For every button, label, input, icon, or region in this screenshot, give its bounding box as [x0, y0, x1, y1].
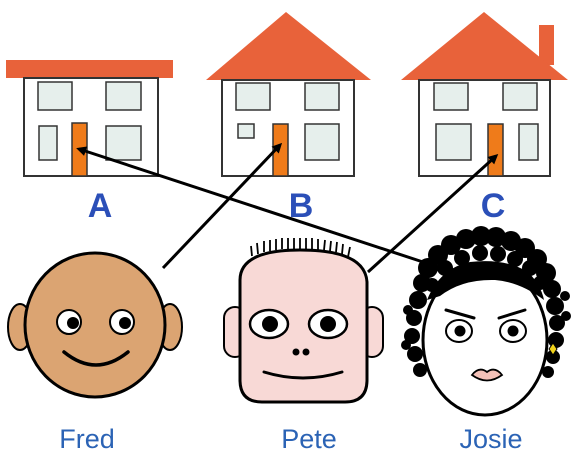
house-b-window — [304, 123, 340, 161]
house-a-label: A — [88, 187, 113, 225]
josie-pupil-left — [454, 325, 466, 337]
house-b: B — [206, 12, 371, 225]
fred-head — [23, 251, 167, 399]
pete-nostril-left — [292, 348, 300, 356]
house-c-door — [487, 123, 504, 177]
house-c-window — [518, 123, 539, 161]
pete-pupil-left — [262, 316, 278, 332]
josie-pupil-right — [507, 325, 519, 337]
house-a-window — [105, 125, 142, 161]
house-c-window — [502, 82, 538, 111]
house-b-window — [237, 123, 255, 139]
house-c-label: C — [481, 187, 506, 225]
arrow-fred-to-b — [161, 142, 283, 270]
josie-lips — [470, 368, 504, 382]
josie-earring — [548, 342, 558, 356]
josie-brow-left — [444, 308, 476, 320]
pete-head — [238, 248, 369, 404]
pete-pupil-right — [320, 316, 336, 332]
pete-spiky-hair — [250, 238, 351, 258]
house-b-window — [235, 82, 271, 111]
name-pete: Pete — [281, 424, 337, 454]
fred-pupil-right — [119, 317, 131, 329]
josie-bangs — [427, 261, 544, 300]
house-c-chimney — [539, 25, 554, 65]
face-pete — [223, 238, 384, 404]
name-fred: Fred — [59, 424, 115, 454]
house-a-window — [37, 81, 73, 111]
house-a-roof — [6, 60, 173, 78]
match-arrows — [76, 142, 499, 274]
house-b-roof — [206, 12, 371, 80]
house-a-window — [105, 81, 142, 111]
house-a-window — [38, 125, 58, 161]
josie-brow-right — [497, 308, 527, 320]
pete-nostril-right — [302, 348, 310, 356]
house-a: A — [6, 60, 173, 225]
face-fred — [7, 251, 183, 399]
face-josie — [401, 226, 571, 417]
arrow-josie-to-a — [76, 146, 424, 264]
arrow-pete-to-c — [366, 153, 499, 274]
house-c: C — [401, 12, 568, 225]
name-josie: Josie — [459, 424, 522, 454]
house-c-window — [433, 82, 469, 111]
house-c-roof — [401, 12, 568, 80]
fred-mouth — [62, 350, 130, 367]
house-c-window — [435, 123, 472, 161]
pete-mouth — [262, 370, 344, 380]
house-b-window — [304, 82, 340, 111]
fred-pupil-left — [67, 317, 79, 329]
